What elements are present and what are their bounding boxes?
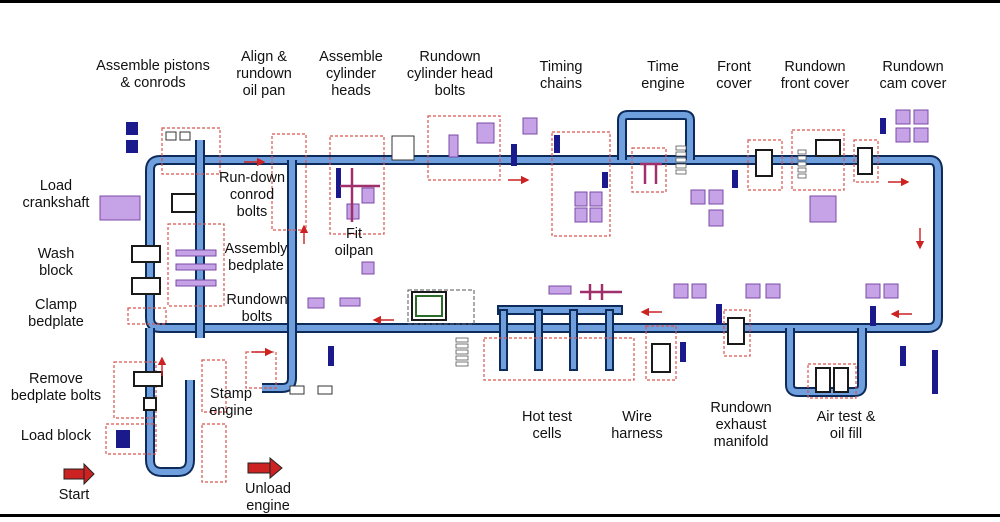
label-rundown-cam-cover: Rundown cam cover	[879, 59, 947, 92]
label-start: Start	[58, 487, 90, 503]
label-fit-oilpan: Fit oilpan	[334, 226, 374, 259]
unload-arrow	[247, 456, 283, 480]
label-align-rundown-oil-pan: Align & rundown oil pan	[236, 49, 292, 99]
label-wire-harness: Wire harness	[611, 409, 663, 442]
label-hot-test-cells: Hot test cells	[522, 409, 572, 442]
main-conveyor	[145, 155, 943, 333]
label-timing-chains: Timing chains	[539, 59, 583, 92]
label-front-cover: Front cover	[716, 59, 752, 92]
label-clamp-bedplate: Clamp bedplate	[28, 297, 84, 330]
time-engine-bypass	[617, 110, 695, 160]
label-rundown-bolts: Rundown bolts	[226, 292, 288, 325]
engine-pallets	[131, 139, 873, 411]
small-white-boxes	[165, 131, 415, 395]
label-run-down-conrod-bolts: Run-down conrod bolts	[218, 170, 286, 220]
label-assemble-cylinder-heads: Assemble cylinder heads	[319, 49, 383, 99]
label-assemble-pistons: Assemble pistons & conrods	[96, 58, 210, 91]
label-load-block: Load block	[20, 428, 92, 444]
fixtures	[340, 162, 662, 300]
bottom-border	[0, 514, 1000, 517]
label-stamp-engine: Stamp engine	[209, 386, 253, 419]
part-blocks	[99, 109, 929, 309]
label-time-engine: Time engine	[641, 59, 685, 92]
label-remove-bedplate-bolts: Remove bedplate bolts	[10, 371, 102, 404]
rollers	[455, 145, 807, 367]
label-assembly-bedplate: Assembly bedplate	[224, 241, 288, 274]
label-rundown-exhaust-manifold: Rundown exhaust manifold	[710, 400, 772, 450]
start-arrow	[63, 462, 95, 486]
label-unload-engine: Unload engine	[245, 481, 291, 514]
station-outlines	[105, 115, 879, 483]
tool-markers	[116, 118, 938, 448]
label-air-test-oil-fill: Air test & oil fill	[816, 409, 876, 442]
top-border	[0, 0, 1000, 3]
pallet-buffer	[407, 289, 475, 325]
flow-arrows	[157, 157, 925, 376]
label-load-crankshaft: Load crankshaft	[22, 178, 90, 211]
label-wash-block: Wash block	[37, 246, 75, 279]
buffer-pallet	[415, 295, 443, 317]
label-rundown-front-cover: Rundown front cover	[780, 59, 850, 92]
hot-test-rails	[497, 305, 623, 371]
label-rundown-cylinder-head-bolts: Rundown cylinder head bolts	[406, 49, 494, 99]
